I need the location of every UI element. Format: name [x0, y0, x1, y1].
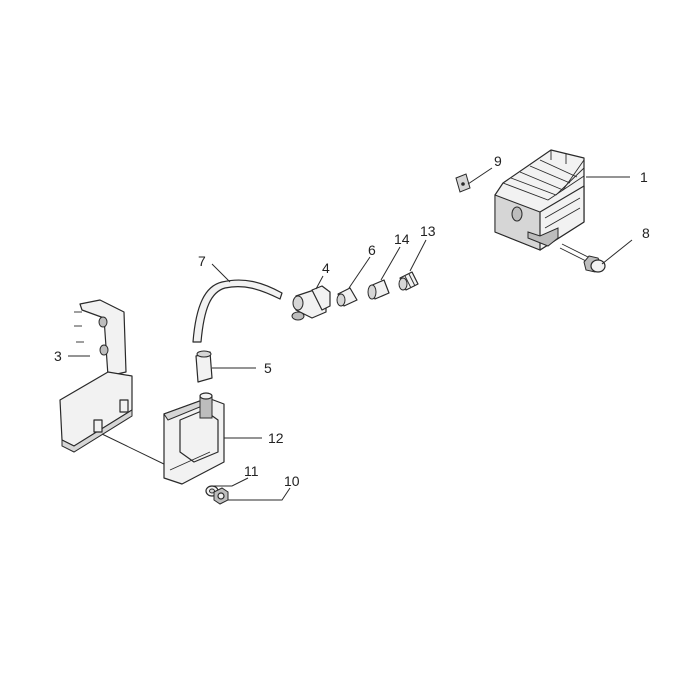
ignition-coil-part [163, 392, 225, 485]
regulator-clip-part [455, 173, 471, 193]
callout-5: 5 [264, 360, 272, 376]
callout-12: 12 [268, 430, 284, 446]
callout-14: 14 [394, 231, 410, 247]
grommet-part [398, 271, 419, 291]
callout-7: 7 [198, 253, 206, 269]
regulator-screw-part [559, 243, 606, 273]
callout-6: 6 [368, 242, 376, 258]
cable-bushing-part [336, 287, 358, 307]
leader-6 [348, 256, 371, 289]
ignition-cable-part [192, 279, 283, 343]
callout-1: 1 [640, 169, 648, 185]
spark-plug-cap-part [291, 285, 331, 321]
spacer-sleeve-part [367, 279, 390, 300]
callout-11: 11 [244, 463, 259, 479]
leader-13 [409, 239, 427, 272]
leader-10 [228, 487, 291, 501]
callout-4: 4 [322, 260, 330, 276]
mounting-bracket-part [59, 299, 169, 467]
regulator-part [494, 149, 585, 251]
leader-8 [601, 239, 633, 265]
cable-cap-part [195, 350, 213, 383]
callout-labels: 1 9 8 7 4 6 14 13 3 5 12 11 10 [54, 153, 650, 489]
callout-10: 10 [284, 473, 300, 489]
leader-14 [380, 246, 401, 281]
leader-11 [212, 477, 249, 487]
leader-9 [467, 167, 493, 185]
leader-lines [68, 167, 633, 501]
leader-4 [315, 275, 324, 290]
callout-13: 13 [420, 223, 436, 239]
callout-9: 9 [494, 153, 502, 169]
leader-7 [211, 263, 231, 283]
callout-3: 3 [54, 348, 62, 364]
nut-part [213, 487, 229, 505]
callout-8: 8 [642, 225, 650, 241]
